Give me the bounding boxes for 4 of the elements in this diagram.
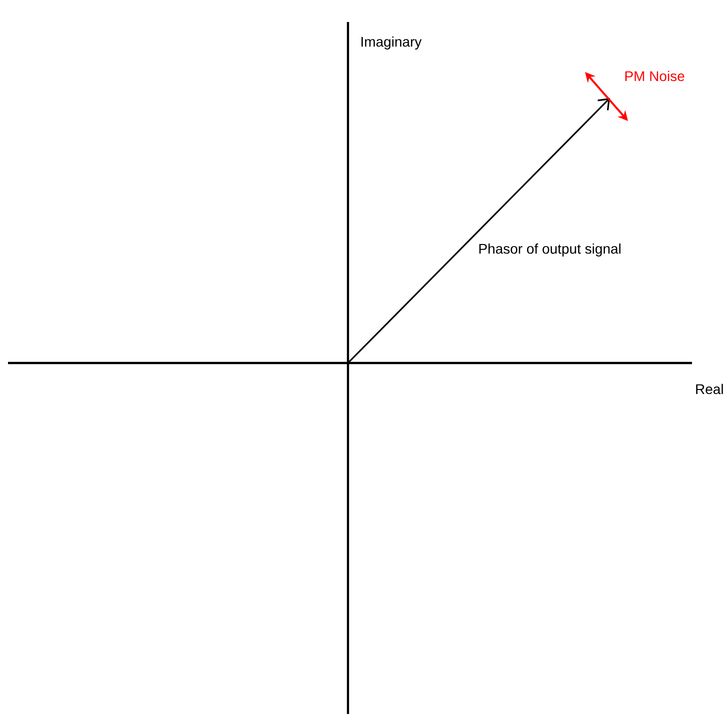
text-label: Phasor of output signal	[479, 243, 620, 257]
axis-label: Real	[696, 384, 723, 394]
axis-label: Imaginary	[362, 36, 422, 50]
text-label: PM Noise	[625, 70, 684, 82]
